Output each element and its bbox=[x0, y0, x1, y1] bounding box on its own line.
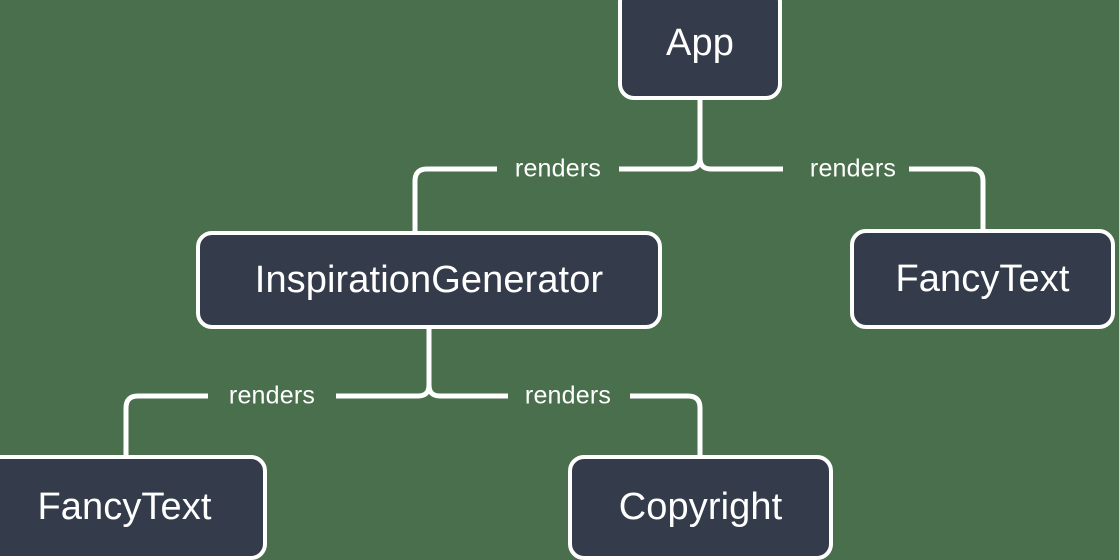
edge-label-inspiration-generator-to-fancytext-left: renders bbox=[228, 381, 316, 410]
edge-inspiration-generator-stem bbox=[336, 329, 432, 399]
edge-app-to-fancytext-right bbox=[909, 166, 986, 229]
edge-app-to-inspiration-generator bbox=[412, 166, 497, 231]
node-copyright-label: Copyright bbox=[618, 486, 783, 528]
node-fancytext-left-label: FancyText bbox=[37, 486, 212, 528]
node-fancytext-left[interactable]: FancyText bbox=[0, 455, 267, 560]
edge-inspiration-generator-to-copyright bbox=[630, 393, 703, 455]
edge-inspiration-generator-stem-right bbox=[426, 384, 508, 399]
node-app-label: App bbox=[666, 21, 734, 64]
edge-app-stem bbox=[619, 100, 703, 172]
node-inspiration-generator[interactable]: InspirationGenerator bbox=[196, 231, 662, 329]
node-copyright[interactable]: Copyright bbox=[568, 455, 833, 560]
edge-label-app-to-inspiration-generator: renders bbox=[514, 154, 602, 183]
edge-label-app-to-fancytext-right: renders bbox=[809, 154, 897, 183]
edge-inspiration-generator-to-fancytext-left bbox=[123, 393, 208, 455]
edge-label-inspiration-generator-to-copyright: renders bbox=[524, 381, 612, 410]
node-fancytext-right[interactable]: FancyText bbox=[850, 229, 1115, 329]
edge-app-stem-right bbox=[697, 157, 783, 172]
node-app[interactable]: App bbox=[618, 0, 782, 100]
node-fancytext-right-label: FancyText bbox=[895, 257, 1070, 300]
node-inspiration-generator-label: InspirationGenerator bbox=[254, 258, 604, 301]
